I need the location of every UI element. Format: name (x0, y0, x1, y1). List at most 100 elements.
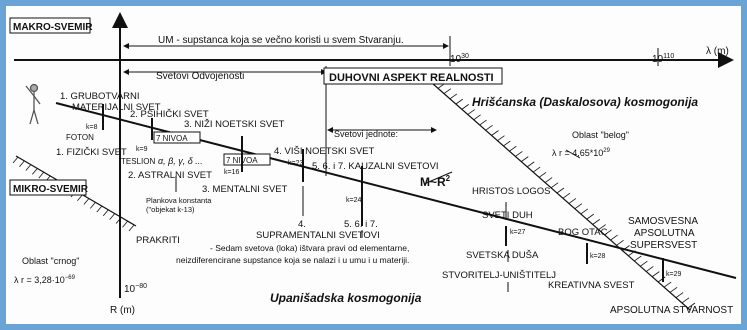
k16-label: k=16 (224, 169, 239, 176)
hatch-mark (25, 164, 32, 171)
k29-label: k=29 (666, 271, 681, 278)
five67-label: 5. 6. i 7. (344, 219, 378, 230)
hatch-mark (640, 260, 648, 267)
hatch-mark (122, 220, 128, 228)
hatch-mark (556, 187, 565, 194)
hatch-mark (455, 98, 464, 105)
greek-label: α, β, γ, δ ... (158, 156, 203, 166)
kauzalni-label: 5. 6. i 7. KAUZALNI SVETOVI (312, 161, 439, 172)
hatch-mark (580, 208, 589, 215)
hatch-mark (461, 104, 469, 110)
hatch-mark (675, 292, 684, 298)
m-r2-label: M~R2 (420, 174, 451, 189)
exp-10110: 10110 (652, 53, 674, 65)
hatch-mark (96, 205, 103, 213)
hatch-mark (532, 166, 541, 173)
world-1-line2: MATERIJALNI SVET (72, 102, 161, 113)
hatch-mark (443, 88, 452, 95)
hatch-mark (19, 160, 25, 168)
hatch-mark (663, 281, 672, 288)
svetovi-jednote: Svetovi jednote: (334, 129, 398, 139)
hatch-mark (467, 109, 475, 115)
samosvesna-line3: SUPERSVEST (630, 240, 697, 251)
belog-hatch (425, 72, 696, 309)
hatch-mark (634, 255, 642, 262)
duhovni-label: DUHOVNI ASPEKT REALNOSTI (329, 72, 494, 84)
hatch-mark (449, 93, 458, 100)
hatch-mark (538, 171, 547, 178)
world-3: 3. NIŽI NOETSKI SVET (184, 119, 284, 130)
makro-label: MAKRO-SVEMIR (13, 22, 93, 33)
planck-line1: Plankova konstanta (146, 196, 212, 205)
k28-label: k=28 (590, 253, 605, 260)
sedam-line1: - Sedam svetova (loka) ištvara pravi od … (210, 243, 409, 253)
apsolutna-label: APSOLUTNA STVARNOST (610, 305, 733, 316)
hatch-mark (12, 156, 19, 164)
prakriti-label: PRAKRITI (136, 235, 180, 246)
hatch-mark (497, 135, 505, 142)
k8-label: k=8 (86, 124, 98, 131)
hatch-mark (628, 250, 636, 257)
connectors (175, 149, 581, 292)
hatch-mark (622, 245, 630, 251)
fizicki-label: 1. FIZIČKI SVET (56, 147, 127, 158)
hatch-mark (526, 161, 535, 168)
nivoa1-box (153, 131, 201, 144)
world-2: 2. PSIHIČKI SVET (130, 109, 209, 120)
exp-1030: 1030 (450, 53, 469, 65)
duhovni-box (323, 67, 503, 85)
nivoa2-label: 7 NIVOA (226, 156, 258, 165)
hatch-mark (473, 114, 481, 121)
hatch-mark (568, 198, 577, 204)
hatch-mark (115, 217, 122, 224)
hatch-mark (646, 266, 654, 272)
hatch-mark (515, 151, 523, 157)
makro-box (9, 17, 91, 34)
planck-line2: ("objekat k-13) (146, 205, 195, 214)
hatch-mark (521, 156, 529, 162)
teslion-label: TESLION (121, 157, 155, 166)
upanisadska-title: Upanišadska kosmogonija (270, 291, 422, 305)
mikro-label: MIKRO-SVEMIR (13, 184, 89, 195)
oblast-belog-value: λ r = 4,65*1029 (552, 148, 611, 158)
hatch-mark (604, 229, 612, 236)
nivoa2-box (223, 153, 271, 166)
hatch-mark (562, 192, 571, 199)
k24-label: k=24 (346, 197, 361, 204)
lambda-axis-label: λ (m) (706, 46, 729, 57)
um-label: UM - supstanca koja se večno koristi u s… (158, 35, 404, 46)
bog-otac-label: BOG OTAC (558, 227, 608, 238)
svetska-dusa-label: SVETSKA DUŠA (466, 250, 539, 261)
hatch-mark (109, 213, 115, 220)
hatch-mark (102, 209, 109, 217)
diagram-svg: MAKRO-SVEMIR MIKRO-SVEMIR DUHOVNI ASPEKT… (9, 12, 737, 316)
oblast-belog: Oblast "belog" (572, 130, 629, 140)
hatch-mark (485, 124, 493, 131)
hatch-mark (128, 224, 135, 232)
cosmology-diagram: MAKRO-SVEMIR MIKRO-SVEMIR DUHOVNI ASPEKT… (6, 6, 741, 324)
r-axis-label: R (m) (110, 305, 135, 316)
nivoa1-label: 7 NIVOA (156, 134, 188, 143)
exp-1080: 10−80 (124, 283, 147, 295)
hriscanska-title: Hrišćanska (Daskalosova) kosmogonija (472, 95, 698, 109)
k27-label: k=27 (510, 229, 525, 236)
hatch-mark (491, 130, 499, 136)
svetovi-odvojenosti: Svetovi Odvojenosti (156, 71, 244, 82)
hatch-mark (657, 276, 666, 283)
mentalni-label: 3. MENTALNI SVET (202, 184, 288, 195)
hatch-mark (574, 203, 583, 210)
samosvesna-line2: APSOLUTNA (634, 228, 695, 239)
world-1-line1: 1. GRUBOTVARNI (60, 91, 140, 102)
astralni-label: 2. ASTRALNI SVET (128, 170, 212, 181)
hatch-mark (77, 194, 83, 202)
hatch-mark (586, 213, 595, 220)
hatch-mark (509, 145, 517, 152)
samosvesna-line1: SAMOSVESNA (628, 216, 698, 227)
hatch-mark (616, 239, 624, 246)
hatch-mark (598, 224, 606, 230)
k9-label: k=9 (136, 146, 148, 153)
hatch-mark (681, 297, 690, 304)
sveti-duh-label: SVETI DUH (482, 210, 533, 221)
stvoritelj-label: STVORITELJ-UNIŠTITELJ (442, 270, 556, 281)
